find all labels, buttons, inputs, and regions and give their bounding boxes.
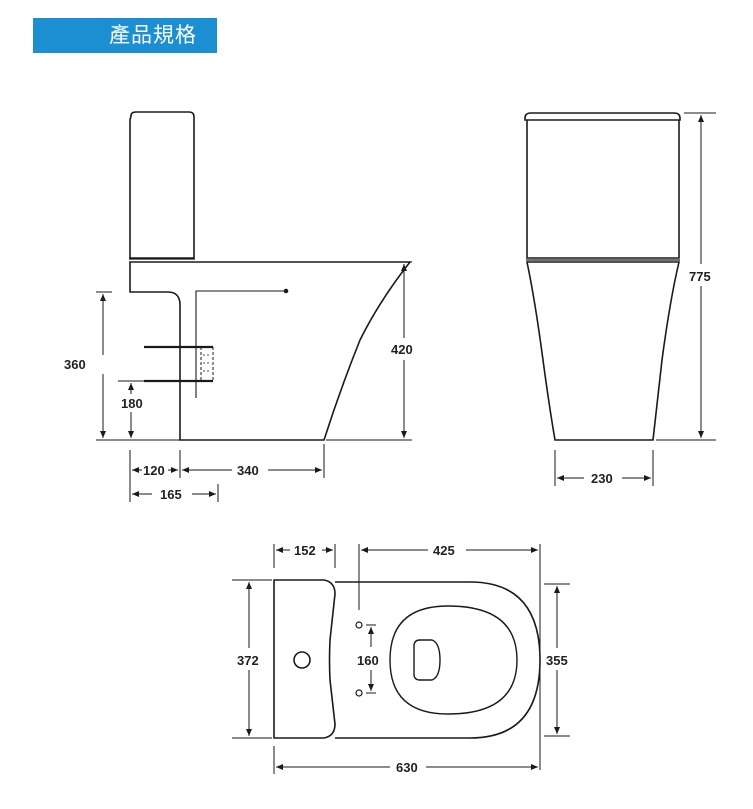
dim-top-bowl-length: 425 [433,543,455,558]
front-dimensions [554,112,716,486]
front-bowl [526,261,681,441]
dim-side-depth: 340 [237,463,259,478]
top-bowl-outlet [413,639,441,681]
top-fix-hole-upper [355,621,363,629]
top-view [273,579,541,739]
dim-top-tank-depth: 152 [294,543,316,558]
front-view [524,112,681,441]
dim-top-bowl-width: 355 [546,653,568,668]
top-flush-button [293,651,311,669]
side-trapway [195,290,286,398]
dim-side-bowl-height: 420 [391,342,413,357]
dim-front-total-height: 775 [689,269,711,284]
dim-side-total-height: 360 [64,357,86,372]
dim-side-inlet-height: 180 [121,396,143,411]
dim-top-total-length: 630 [396,760,418,775]
dim-top-tank-width: 372 [237,653,259,668]
front-tank [526,120,680,259]
top-fix-hole-lower [355,689,363,697]
top-dimensions [232,544,570,774]
dim-front-base-width: 230 [591,471,613,486]
dim-side-offset: 120 [143,463,165,478]
top-bowl-seat [389,605,518,715]
dim-top-hole-spacing: 160 [357,653,379,668]
page-title: 產品規格 [109,23,197,47]
side-tank [129,111,195,259]
top-tank [273,579,336,739]
header-bar: 產品規格 [33,18,217,53]
side-bowl [129,261,412,441]
dim-side-rough-in: 165 [160,487,182,502]
side-view [129,111,412,441]
side-dimensions [96,261,412,502]
front-lid [524,112,681,121]
